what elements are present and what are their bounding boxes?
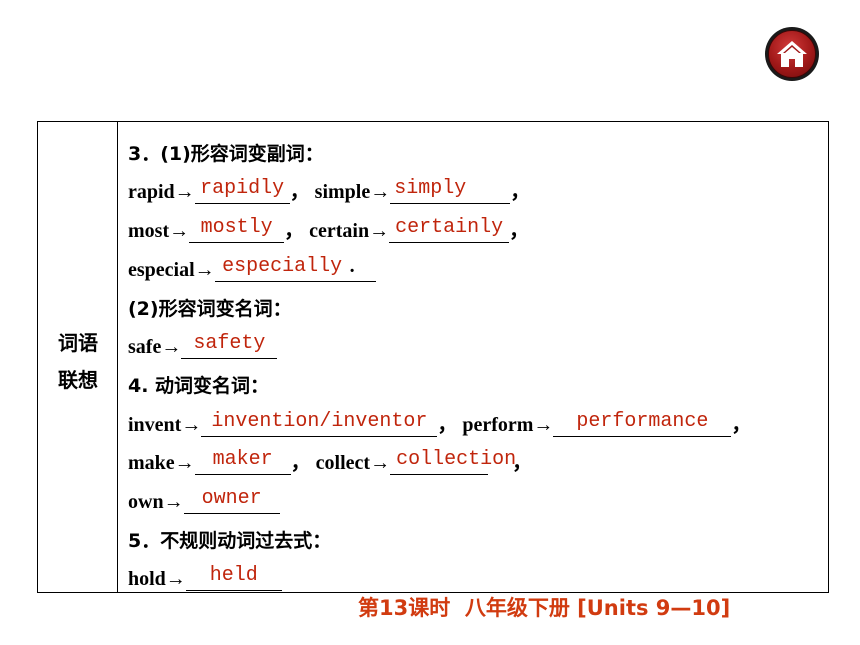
prompt-text: ， simple→ [289,181,391,203]
category-column: 词语 联想 [38,122,118,592]
prompt-text: invent→ [128,414,202,436]
prompt-text: especial→ [128,259,215,281]
vocabulary-panel: 词语 联想 3．(1)形容词变副词： rapid→ rapidly ， simp… [37,121,829,593]
punctuation: ， [509,220,530,242]
home-icon [777,41,807,67]
answer-text: especially [222,255,343,278]
exercise-line: hold→ held [128,557,282,591]
answer-blank: rapidly [194,177,290,204]
answer-blank: certainly [389,216,510,243]
answer-blank: especially [214,255,350,282]
exercise-line: invent→ invention/inventor ， perform→ pe… [128,403,751,437]
section-5-heading-text: 5．不规则动词过去式： [128,530,332,552]
exercise-line: rapid→ rapidly ， simple→ simply ， [128,170,530,204]
exercise-line: safe→ safety [128,325,278,359]
exercise-line: most→ mostly ， certain→ certainly ， [128,209,529,243]
answer-text: certainly [395,216,504,239]
prompt-text: ， perform→ [437,414,554,436]
answer-blank: maker [194,448,291,475]
prompt-text: ， collect→ [290,452,391,474]
answer-blank: held [185,564,282,591]
section-3-heading-text: 3．(1)形容词变副词： [128,143,324,165]
category-label-line1: 词语 [58,331,98,355]
answer-text: mostly [200,216,273,239]
answer-text: safety [193,332,266,355]
answer-blank: mostly [189,216,285,243]
answer-blank: safety [181,332,278,359]
section-2-heading: (2)形容词变名词： [128,287,292,321]
answer-text: held [209,564,258,587]
prompt-text: ， certain→ [284,220,390,242]
punctuation: . [349,255,376,282]
answer-blank: performance [553,410,732,437]
section-2-heading-text: (2)形容词变名词： [128,298,292,320]
prompt-text: most→ [128,220,190,242]
lesson-footer: 第13课时 八年级下册 [Units 9—10] [358,596,731,620]
answer-text: owner [201,487,262,510]
answer-blank: collection [390,448,516,475]
exercise-line: especial→ especially . [128,248,376,282]
answer-blank: simply [390,177,511,204]
answer-text: maker [212,448,273,471]
category-label: 词语 联想 [38,325,118,399]
punctuation: ， [512,452,533,474]
prompt-text: hold→ [128,568,186,590]
answer-text: simply [394,177,467,200]
prompt-text: own→ [128,491,184,513]
section-5-heading: 5．不规则动词过去式： [128,519,331,553]
prompt-text: safe→ [128,336,182,358]
prompt-text: rapid→ [128,181,195,203]
section-3-heading: 3．(1)形容词变副词： [128,132,324,166]
section-4-heading: 4. 动词变名词： [128,364,269,398]
prompt-text: make→ [128,452,195,474]
answer-text: performance [576,410,709,433]
exercise-line: make→ maker ， collect→ collection ， [128,441,532,475]
answer-blank: invention/inventor [201,410,438,437]
home-button[interactable] [765,27,819,81]
section-4-heading-text: 4. 动词变名词： [128,375,270,397]
answer-blank: owner [183,487,280,514]
category-label-line2: 联想 [58,368,98,392]
exercise-line: own→ owner [128,480,280,514]
answer-text: collection [396,448,517,471]
punctuation: ， [731,414,752,436]
answer-text: rapidly [200,177,285,200]
punctuation: ， [510,181,531,203]
answer-text: invention/inventor [211,410,428,433]
